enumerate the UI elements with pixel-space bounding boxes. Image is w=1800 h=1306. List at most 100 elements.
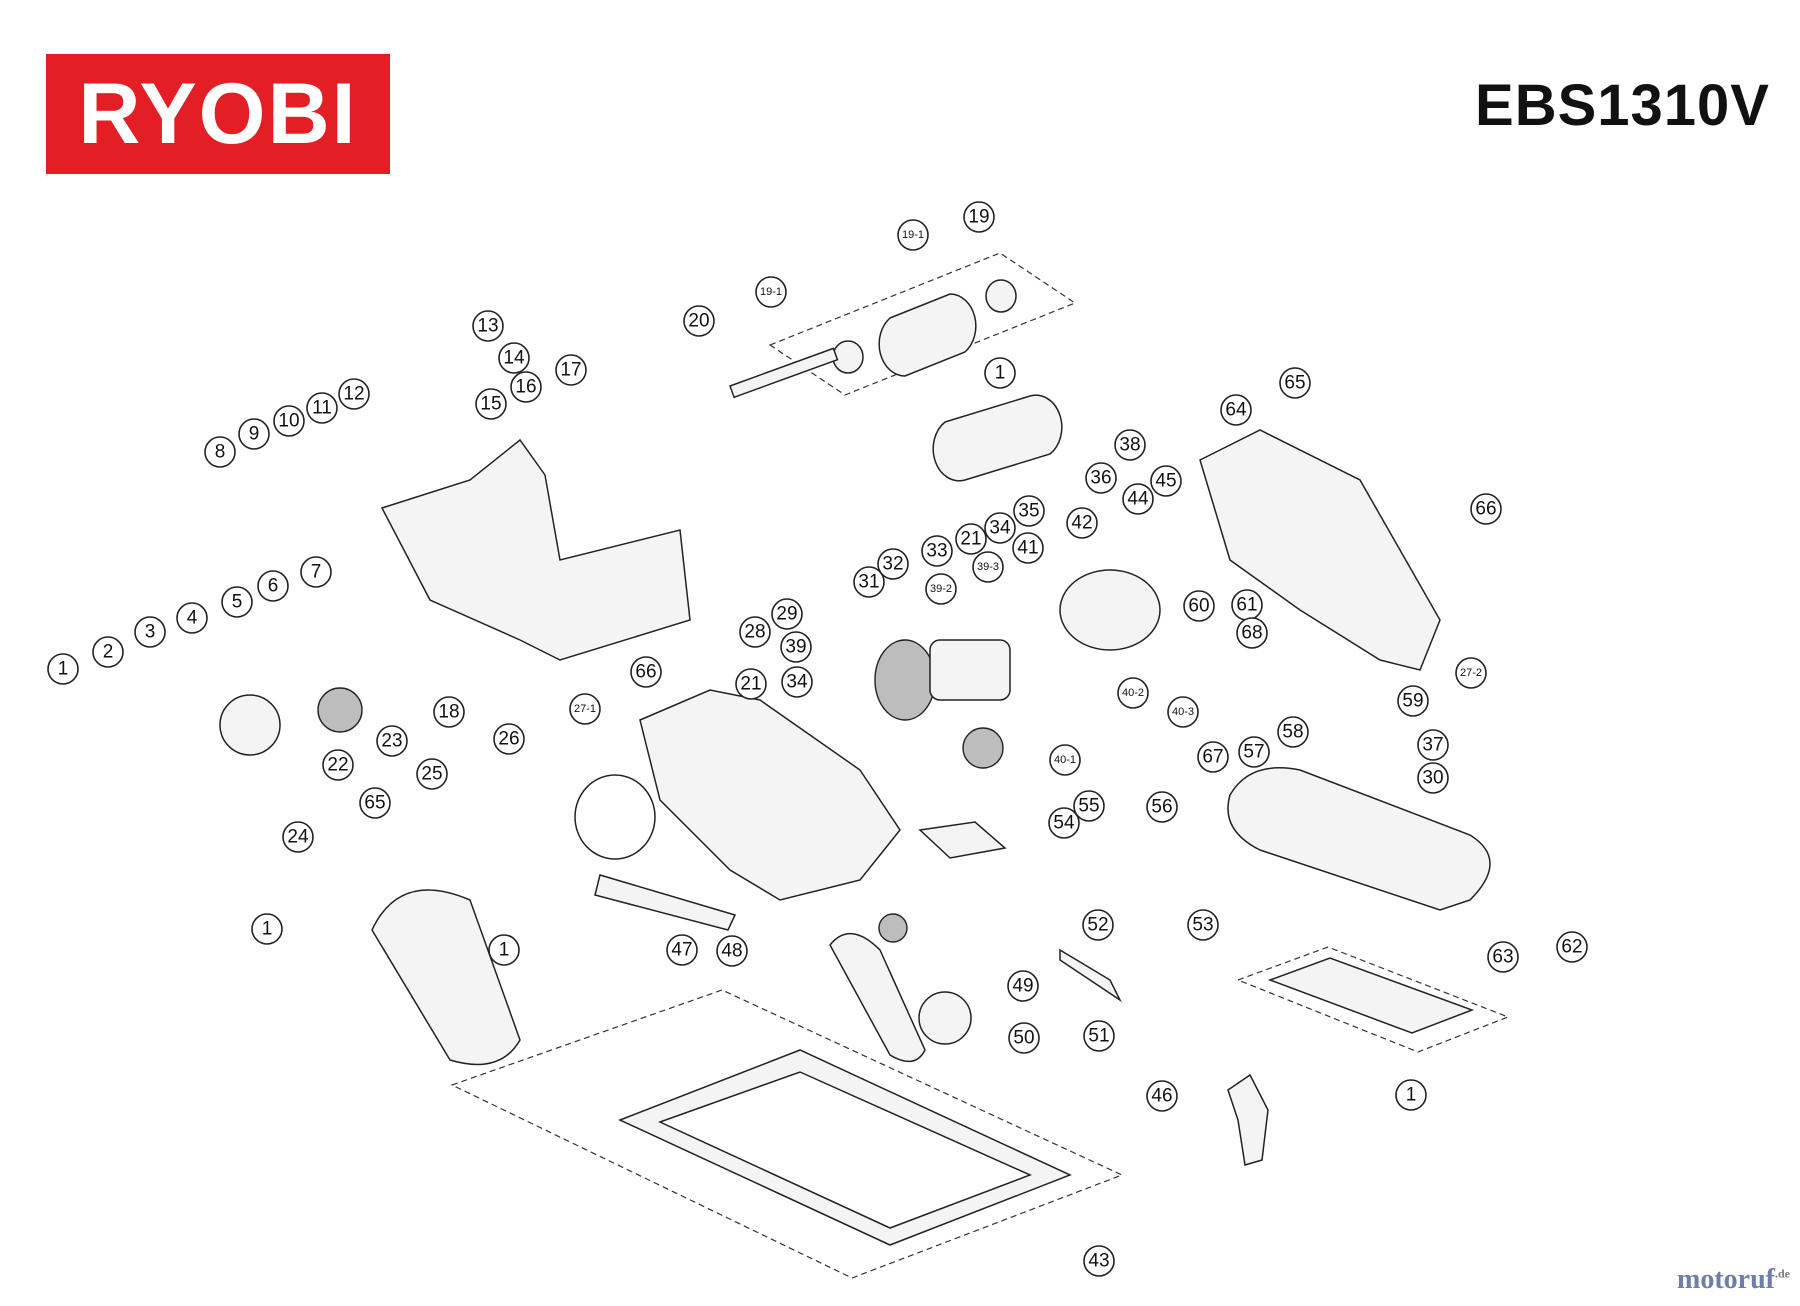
callout-20: 20 (683, 305, 715, 337)
callout-number: 1 (58, 659, 69, 680)
callout-number: 19 (968, 207, 989, 228)
callout-circle (376, 725, 408, 757)
callout-number: 16 (515, 377, 536, 398)
callout-37: 37 (1417, 729, 1449, 761)
callout-68: 68 (1236, 617, 1268, 649)
callout-circle (498, 342, 530, 374)
callout-number: 34 (786, 672, 808, 693)
o-ring-shape (574, 774, 656, 860)
callout-35: 35 (1013, 495, 1045, 527)
callout-67: 67 (1197, 741, 1229, 773)
callout-47: 47 (666, 934, 698, 966)
callout-number: 36 (1090, 468, 1111, 489)
fan-shape (874, 639, 936, 721)
callout-12: 12 (338, 378, 370, 410)
callout-number: 9 (249, 424, 260, 445)
callout-number: 42 (1071, 513, 1092, 534)
callout-2: 2 (92, 636, 124, 668)
callout-number: 45 (1155, 471, 1176, 492)
callout-circle (1083, 1020, 1115, 1052)
callout-circle (1556, 931, 1588, 963)
callout-1: 1 (1395, 1079, 1427, 1111)
callout-number: 54 (1053, 813, 1075, 834)
callout-number: 26 (498, 729, 519, 750)
callout-51: 51 (1083, 1020, 1115, 1052)
callout-5: 5 (221, 586, 253, 618)
ryobi-logo: RYOBI (46, 54, 390, 174)
callout-32: 32 (877, 548, 909, 580)
callout-number: 66 (1475, 499, 1496, 520)
callout-1: 1 (488, 934, 520, 966)
callout-41: 41 (1012, 532, 1044, 564)
watermark-text: motoruf (1677, 1264, 1775, 1295)
roller-group-outline (768, 252, 1077, 396)
callout-number: 40-2 (1122, 687, 1144, 699)
callout-48: 48 (716, 935, 748, 967)
callout-55: 55 (1073, 790, 1105, 822)
callout-number: 35 (1018, 501, 1039, 522)
callout-circle (780, 631, 812, 663)
callout-39-2: 39-2 (925, 573, 957, 605)
callout-60: 60 (1183, 590, 1215, 622)
callout-number: 29 (776, 604, 797, 625)
callout-circle (716, 935, 748, 967)
callout-circle (1150, 465, 1182, 497)
callout-circle (755, 276, 787, 308)
callout-10: 10 (273, 405, 305, 437)
callout-64: 64 (1220, 394, 1252, 426)
gear-shape (317, 687, 363, 733)
callout-number: 24 (287, 827, 309, 848)
callout-25: 25 (416, 758, 448, 790)
callout-circle (1395, 1079, 1427, 1111)
callout-number: 27-1 (574, 703, 596, 715)
callout-number: 58 (1282, 722, 1303, 743)
callout-circle (984, 512, 1016, 544)
callout-number: 66 (635, 662, 656, 683)
callout-50: 50 (1008, 1022, 1040, 1054)
callout-circle (176, 602, 208, 634)
callout-number: 48 (721, 941, 742, 962)
callout-circle (1117, 677, 1149, 709)
callout-number: 63 (1492, 947, 1513, 968)
callout-circle (1277, 716, 1309, 748)
callout-number: 40-1 (1054, 754, 1076, 766)
callout-number: 28 (744, 622, 765, 643)
callout-21: 21 (955, 523, 987, 555)
callout-circle (1122, 483, 1154, 515)
callout-number: 32 (882, 554, 903, 575)
callout-39-3: 39-3 (972, 551, 1004, 583)
callout-circle (475, 388, 507, 420)
callout-circle (955, 523, 987, 555)
callout-number: 18 (438, 702, 459, 723)
callout-circle (1279, 367, 1311, 399)
stand-frame-inner-shape (658, 1071, 1032, 1229)
callout-circle (630, 656, 662, 688)
callout-number: 34 (989, 518, 1011, 539)
callout-28: 28 (739, 616, 771, 648)
callout-26: 26 (493, 723, 525, 755)
callout-number: 33 (926, 541, 947, 562)
callout-number: 19-1 (760, 286, 782, 298)
callout-circle (1083, 1245, 1115, 1277)
callout-40-3: 40-3 (1167, 696, 1199, 728)
callout-number: 53 (1192, 915, 1213, 936)
stator-shape (1059, 569, 1161, 651)
callout-number: 39-2 (930, 583, 952, 595)
callout-number: 1 (995, 363, 1006, 384)
callout-circle (416, 758, 448, 790)
callout-circle (306, 392, 338, 424)
callout-number: 68 (1241, 623, 1262, 644)
callout-number: 27-2 (1460, 667, 1482, 679)
callout-circle (433, 696, 465, 728)
callout-circle (1470, 493, 1502, 525)
callout-number: 61 (1236, 595, 1257, 616)
callout-14: 14 (498, 342, 530, 374)
callout-17: 17 (555, 354, 587, 386)
callout-number: 65 (364, 793, 385, 814)
callout-circle (555, 354, 587, 386)
callout-8: 8 (204, 436, 236, 468)
callout-63: 63 (1487, 941, 1519, 973)
callout-number: 2 (103, 642, 114, 663)
callout-number: 60 (1188, 596, 1209, 617)
callout-number: 23 (381, 731, 402, 752)
